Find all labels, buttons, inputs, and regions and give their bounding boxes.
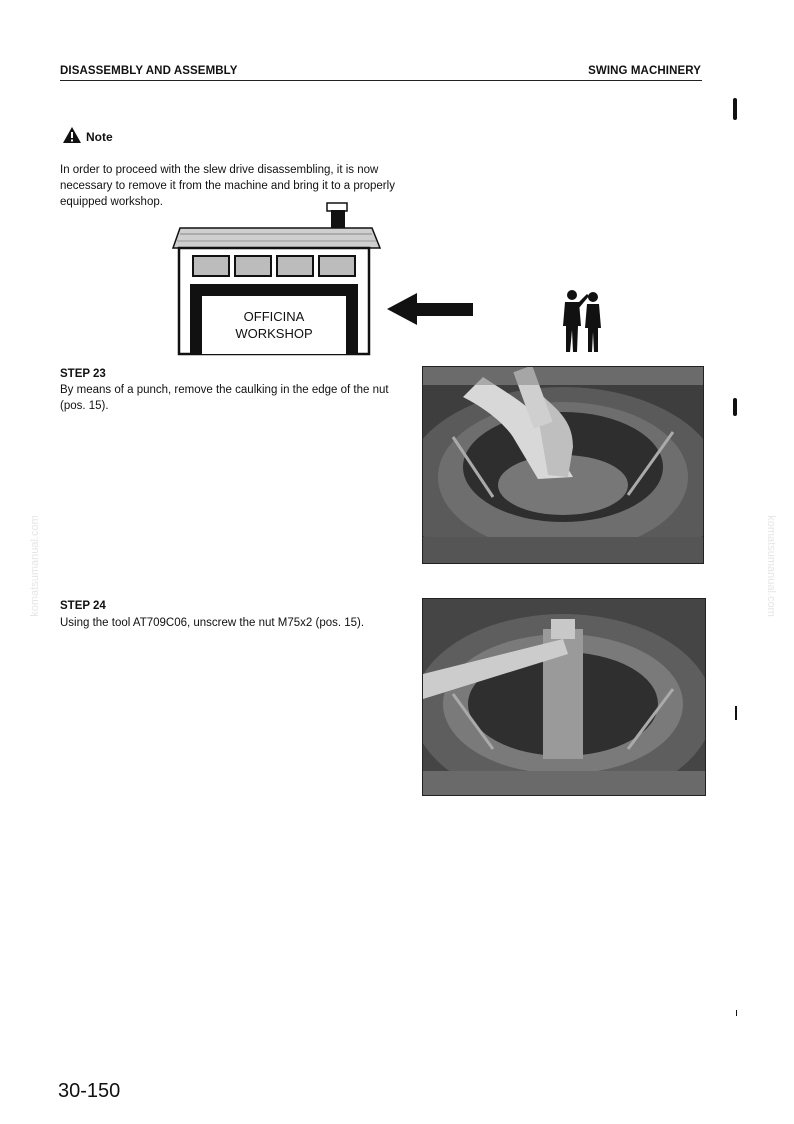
note-text: In order to proceed with the slew drive … — [60, 164, 395, 208]
margin-mark — [733, 398, 737, 416]
margin-mark — [735, 706, 737, 720]
step-23-photo — [422, 366, 704, 564]
watermark-right: komatsumanual.com — [764, 515, 777, 617]
step-24-title: STEP 24 — [60, 600, 106, 612]
warning-triangle-icon — [62, 126, 82, 144]
watermark-left: komatsumanual.com — [28, 515, 41, 617]
header-chapter-title: SWING MACHINERY — [588, 65, 701, 77]
header-rule — [60, 80, 702, 81]
note-title: Note — [86, 130, 113, 144]
margin-mark — [733, 98, 737, 120]
step-24-text: Using the tool AT709C06, unscrew the nut… — [60, 617, 365, 629]
workshop-figure: OFFICINA WORKSHOP — [165, 200, 625, 360]
left-arrow-icon — [387, 292, 473, 326]
workshop-sign-line2: WORKSHOP — [235, 326, 313, 341]
step-23-title: STEP 23 — [60, 368, 106, 380]
step-24-photo — [422, 598, 706, 796]
workshop-sign-line1: OFFICINA — [243, 309, 305, 324]
step-23-text: By means of a punch, remove the caulking… — [60, 384, 389, 412]
two-people-pointing-icon — [557, 288, 613, 356]
header-section-title: DISASSEMBLY AND ASSEMBLY — [60, 65, 238, 77]
margin-mark — [736, 1010, 737, 1016]
page-number: 30-150 — [58, 1080, 121, 1102]
